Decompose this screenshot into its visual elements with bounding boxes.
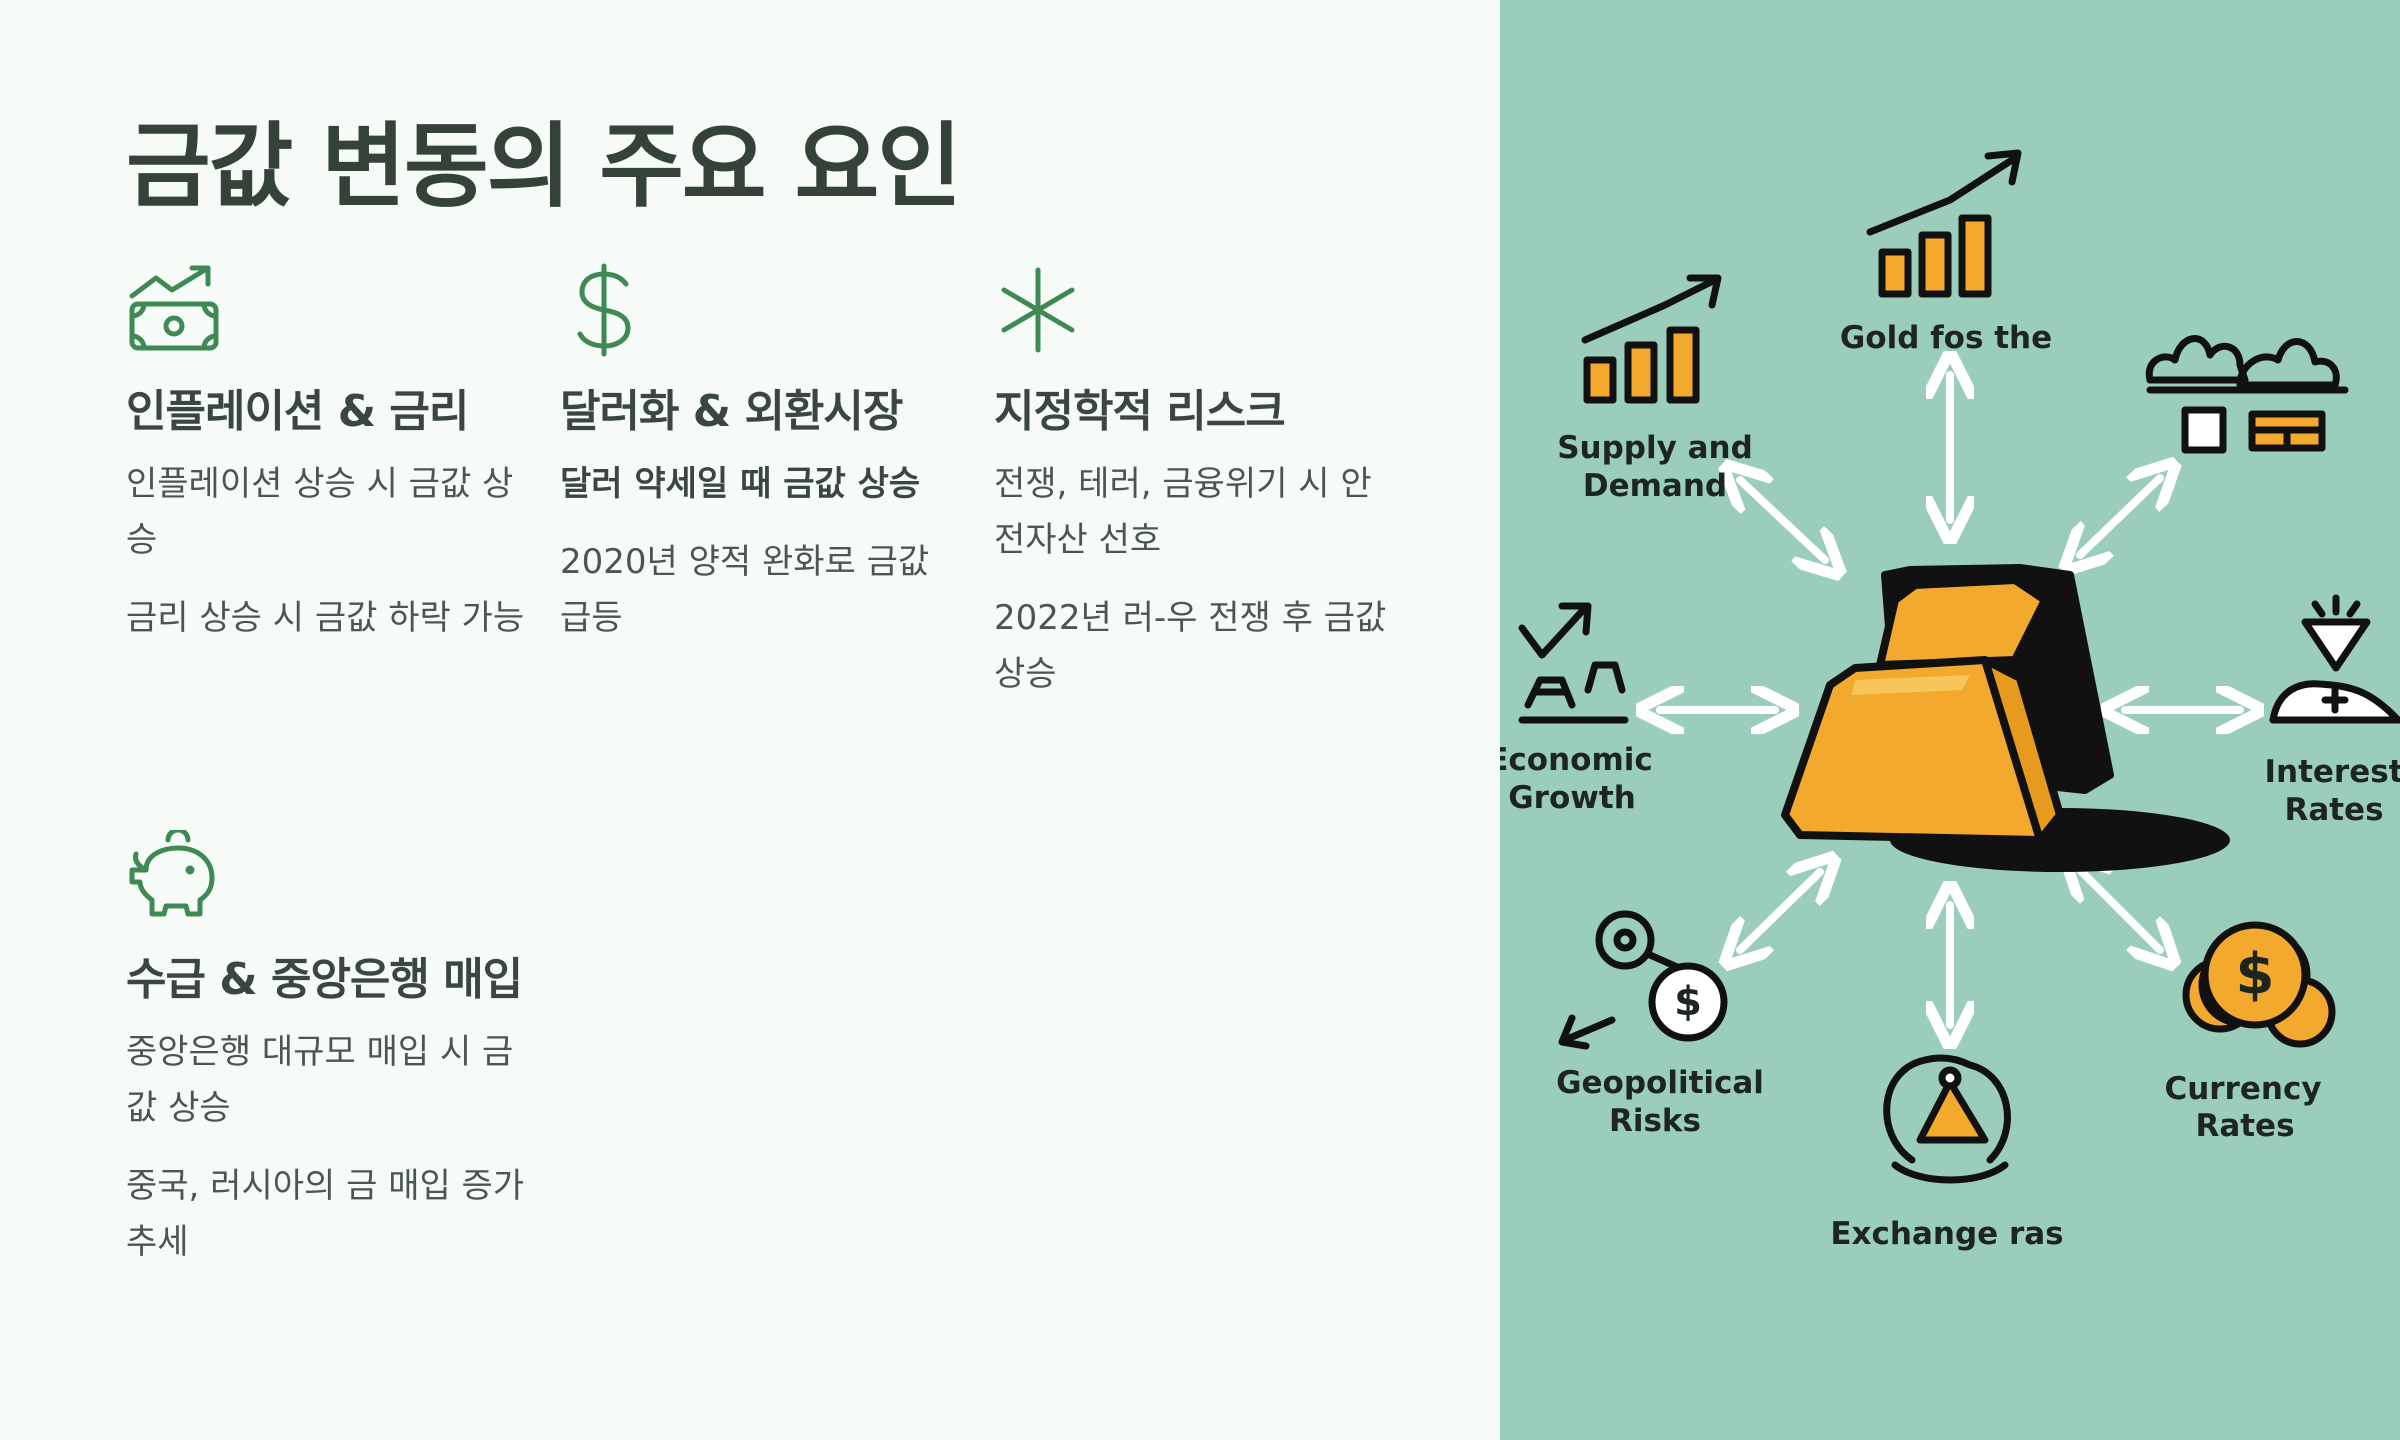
currency-dollar: $ <box>2236 942 2275 1007</box>
card-line: 달러 약세일 때 금값 상승 <box>560 464 921 504</box>
factor-card-inflation: 인플레이션 & 금리 인플레이션 상승 시 금값 상승 금리 상승 시 금값 하… <box>126 262 526 646</box>
interest-rates-icon <box>2269 594 2400 724</box>
exchange-cone-icon <box>1883 1054 2011 1184</box>
inflation-money-icon <box>129 265 219 351</box>
label-currency-1: Currency <box>2164 1071 2321 1107</box>
geopolitical-risks-icon <box>1558 910 1728 1050</box>
card-heading: 수급 & 중앙은행 매입 <box>126 954 523 1005</box>
economic-growth-icon <box>1518 602 1629 724</box>
page-title: 금값 변동의 주요 요인 <box>126 113 962 220</box>
label-geo-1: Geopolitical <box>1556 1065 1764 1101</box>
label-geo-2: Risks <box>1609 1103 1701 1139</box>
card-line: 인플레이션 상승 시 금값 상승 <box>126 464 514 560</box>
card-line: 중앙은행 대규모 매입 시 금값 상승 <box>126 1032 514 1128</box>
card-line: 중국, 러시아의 금 매입 증가 추세 <box>126 1166 525 1262</box>
label-gold-top: Gold fos the <box>1840 320 2052 356</box>
factor-card-geopolitics: 지정학적 리스크 전쟁, 테러, 금융위기 시 안전자산 선호 2022년 러-… <box>994 262 1394 702</box>
piggy-bank-icon <box>129 830 215 917</box>
arrows <box>1660 375 2240 1025</box>
factor-card-dollar: 달러화 & 외환시장 달러 약세일 때 금값 상승 2020년 양적 완화로 금… <box>560 262 960 646</box>
factor-card-supply: 수급 & 중앙은행 매입 중앙은행 대규모 매입 시 금값 상승 중국, 러시아… <box>126 830 526 1270</box>
label-currency-2: Rates <box>2195 1108 2294 1144</box>
gold-bars-icon <box>1781 564 2230 872</box>
supply-demand-chart-icon <box>1581 274 1722 404</box>
card-heading: 지정학적 리스크 <box>994 386 1286 437</box>
label-economic-2: Growth <box>1508 780 1636 816</box>
card-line: 금리 상승 시 금값 하락 가능 <box>126 598 525 638</box>
currency-coins-icon <box>2182 921 2336 1048</box>
card-line: 2020년 양적 완화로 금값 급등 <box>560 542 930 638</box>
asterisk-icon <box>1001 267 1075 353</box>
arrow-bottom-right <box>2080 870 2160 950</box>
label-exchange: Exchange ras <box>1830 1216 2063 1252</box>
cloud-cash-icon <box>2145 335 2349 454</box>
label-interest-1: Interest <box>2264 754 2400 790</box>
gold-growth-chart-icon <box>1866 149 2022 298</box>
dollar-icon <box>577 263 631 357</box>
label-supply-1: Supply and <box>1557 430 1753 466</box>
card-heading: 인플레이션 & 금리 <box>126 386 469 437</box>
geopolitical-dollar: $ <box>1674 979 1702 1025</box>
illustration-panel: $ $ Gold fos the Supply and Demand Econo… <box>1500 0 2400 1440</box>
label-economic-1: Economic <box>1500 742 1653 778</box>
arrow-bottom-left <box>1740 872 1820 950</box>
card-line: 2022년 러-우 전쟁 후 금값 상승 <box>994 598 1387 694</box>
gold-factors-illustration: $ $ Gold fos the Supply and Demand Econo… <box>1500 149 2400 1252</box>
card-heading: 달러화 & 외환시장 <box>560 386 903 437</box>
content-panel: 금값 변동의 주요 요인 인플레이션 & 금리 인플레이션 상승 시 금값 상승… <box>126 113 1394 1270</box>
arrow-top-left <box>1740 480 1825 560</box>
arrow-top-right <box>2080 478 2160 555</box>
card-line: 전쟁, 테러, 금융위기 시 안전자산 선호 <box>994 464 1372 560</box>
label-supply-2: Demand <box>1583 468 1727 504</box>
label-interest-2: Rates <box>2284 792 2383 828</box>
